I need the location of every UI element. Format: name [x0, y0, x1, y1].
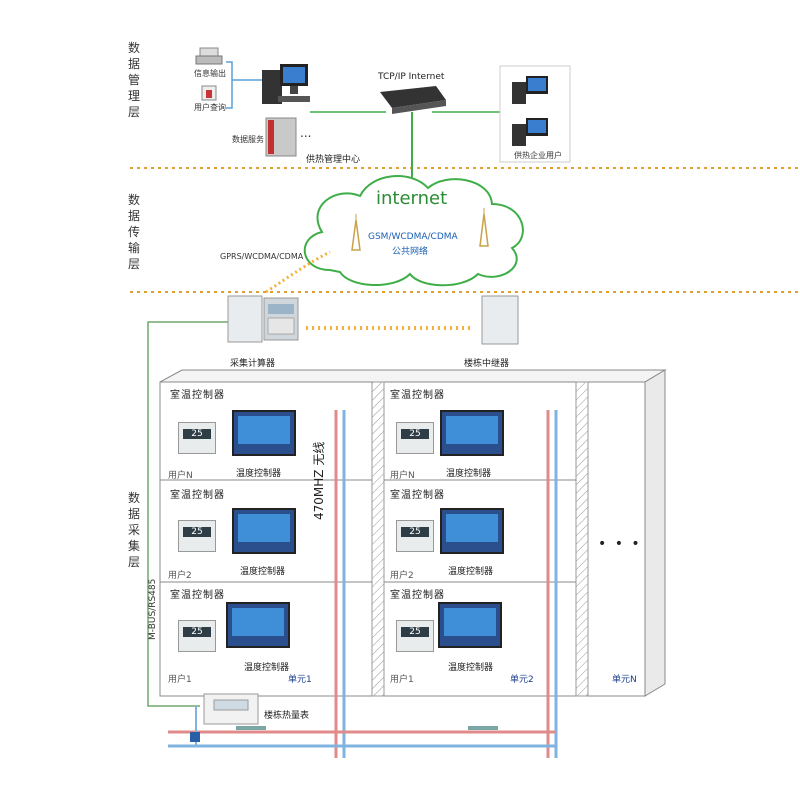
- temperature-controller-icon: [232, 508, 296, 554]
- thermostat-display: 25: [401, 627, 429, 637]
- unit-label: 单元2: [510, 675, 534, 685]
- room-unit1-userN: 室温控制器 25 用户N 温度控制器: [160, 382, 372, 481]
- user-label: 用户2: [390, 571, 414, 581]
- temperature-controller-icon: [232, 410, 296, 456]
- thermostat-icon: 25: [178, 422, 216, 454]
- server-ellipsis: ...: [300, 126, 312, 140]
- building-heat-meter-icon: [190, 693, 259, 742]
- controller-label: 温度控制器: [240, 567, 286, 577]
- relay-label: 楼栋中继器: [464, 359, 510, 369]
- temperature-controller-icon: [438, 602, 502, 648]
- cloud-title: internet: [376, 188, 448, 209]
- thermostat-display: 25: [183, 627, 211, 637]
- controller-label: 温度控制器: [244, 663, 290, 673]
- collector-icon: [227, 295, 299, 343]
- room-title: 室温控制器: [390, 490, 445, 501]
- internet-cloud-icon: [303, 175, 524, 287]
- controller-label: 温度控制器: [446, 469, 492, 479]
- room-title: 室温控制器: [170, 390, 225, 401]
- room-unit2-user2: 室温控制器 25 用户2 温度控制器: [384, 482, 576, 581]
- remote-enterprise-label: 供热企业用户: [514, 151, 562, 160]
- query-label: 用户查询: [194, 103, 226, 112]
- unit-n-label: 单元N: [612, 675, 637, 685]
- bus-label: M-BUS/RS485: [148, 578, 158, 640]
- cloud-network-line2: 公共网络: [392, 247, 429, 257]
- heating-center-label: 供热管理中心: [306, 155, 361, 165]
- thermostat-icon: 25: [178, 520, 216, 552]
- layer-label-management: 数据管理层: [127, 41, 140, 119]
- user-label: 用户N: [390, 471, 415, 481]
- user-label: 用户1: [168, 675, 192, 685]
- room-title: 室温控制器: [390, 390, 445, 401]
- user-label: 用户N: [168, 471, 193, 481]
- room-unit1-user1: 室温控制器 25 用户1 温度控制器 单元1: [160, 582, 372, 694]
- layer-label-transmission: 数据传输层: [127, 193, 140, 271]
- unit-1: 室温控制器 25 用户N 温度控制器 室温控制器 25 用户2 温度控制器 室温…: [160, 382, 372, 696]
- tcpip-label: TCP/IP Internet: [378, 72, 445, 82]
- user-label: 用户2: [168, 571, 192, 581]
- room-title: 室温控制器: [170, 490, 225, 501]
- thermostat-display: 25: [183, 429, 211, 439]
- room-title: 室温控制器: [390, 590, 445, 601]
- temperature-controller-icon: [440, 508, 504, 554]
- relay-icon: [481, 295, 519, 345]
- unit-label: 单元1: [288, 675, 312, 685]
- controller-label: 温度控制器: [448, 567, 494, 577]
- more-units-ellipsis: • • •: [598, 536, 642, 552]
- collector-label: 采集计算器: [230, 359, 276, 369]
- unit-2: 室温控制器 25 用户N 温度控制器 室温控制器 25 用户2 温度控制器 室温…: [384, 382, 576, 696]
- layer-label-collection: 数据采集层: [127, 491, 140, 569]
- thermostat-icon: 25: [178, 620, 216, 652]
- building-meter-label: 楼栋热量表: [264, 711, 310, 721]
- remote-pc-icon-2: [512, 118, 548, 146]
- temperature-controller-icon: [440, 410, 504, 456]
- room-title: 室温控制器: [170, 590, 225, 601]
- workstation-icon: [262, 64, 310, 104]
- antenna-tower-icon-1: [351, 214, 361, 251]
- remote-pc-icon-1: [512, 76, 548, 104]
- user-label: 用户1: [390, 675, 414, 685]
- thermostat-display: 25: [401, 429, 429, 439]
- controller-label: 温度控制器: [236, 469, 282, 479]
- thermostat-icon: 25: [396, 520, 434, 552]
- room-unit2-user1: 室温控制器 25 用户1 温度控制器 单元2: [384, 582, 576, 694]
- thermostat-display: 25: [401, 527, 429, 537]
- query-user-icon: [201, 85, 217, 101]
- thermostat-display: 25: [183, 527, 211, 537]
- thermostat-icon: 25: [396, 620, 434, 652]
- controller-label: 温度控制器: [448, 663, 494, 673]
- server-icon: [265, 117, 297, 157]
- printer-label: 信息输出: [194, 69, 226, 78]
- printer-icon: [195, 47, 223, 65]
- room-unit1-user2: 室温控制器 25 用户2 温度控制器: [160, 482, 372, 581]
- gprs-label: GPRS/WCDMA/CDMA: [220, 252, 304, 261]
- cloud-network-line1: GSM/WCDMA/CDMA: [368, 232, 458, 242]
- temperature-controller-icon: [226, 602, 290, 648]
- antenna-tower-icon-2: [479, 208, 489, 247]
- server-label: 数据服务: [232, 135, 264, 144]
- router-icon: [380, 86, 446, 114]
- room-unit2-userN: 室温控制器 25 用户N 温度控制器: [384, 382, 576, 481]
- thermostat-icon: 25: [396, 422, 434, 454]
